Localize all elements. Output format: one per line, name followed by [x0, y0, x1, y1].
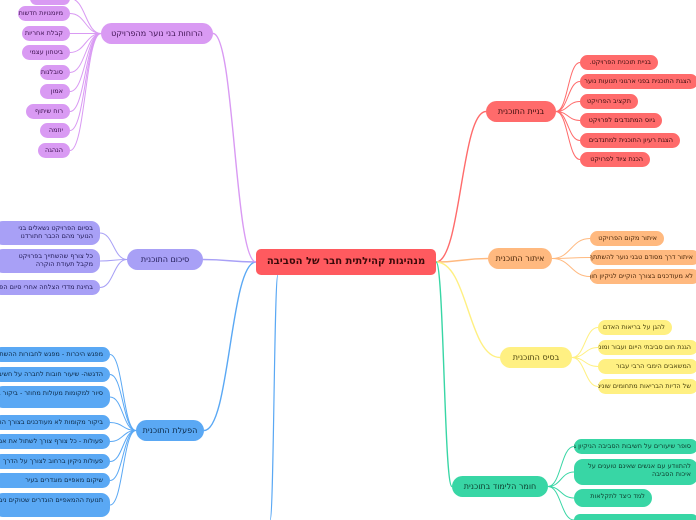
leaf-learning-2[interactable]: להתוודע עם אנשים שאינם טוענים על איכות ה…: [574, 459, 696, 485]
leaf-basis-4[interactable]: של הדיות הבריאות מתחומים שונים: [598, 379, 696, 394]
leaf-build-4[interactable]: גיוס המתנדבים לפרויקט: [580, 113, 662, 128]
root-node[interactable]: מנהיגות קהילתית חבר של הסביבה: [256, 249, 436, 275]
link-root-operation: [203, 261, 257, 432]
leaf-location-1[interactable]: איתור מקום הפרויקט: [590, 231, 664, 246]
link-youth-8: [69, 33, 102, 151]
link-youth-1: [69, 13, 102, 34]
link-summary-1: [99, 232, 128, 260]
leaf-operation-3[interactable]: סיור למקומות מעולות מחוזר - ביקור בעלותן: [0, 386, 110, 408]
link-operation-1: [109, 354, 137, 431]
leaf-youth-3[interactable]: ביטחון עצמי: [22, 45, 70, 60]
leaf-operation-1[interactable]: מפגש היכרות - מפגש לחבורות ההשתתפות: [0, 347, 110, 362]
leaf-learning-3[interactable]: למד כיצד לתקלאות: [574, 489, 652, 507]
link-learning-1: [547, 446, 575, 487]
leaf-location-3[interactable]: לא מעודכנים בצורך הוקיים לניקיון חוף: [590, 269, 696, 284]
leaf-build-2[interactable]: הצגת התוכנית בפני ארגוני תנועות נוער: [580, 74, 696, 89]
link-root-summary: [202, 258, 257, 263]
branch-learning[interactable]: חומר הלימוד בתוכנית: [452, 476, 548, 497]
link-build-2: [555, 81, 581, 112]
leaf-youth-7[interactable]: יוזמה: [40, 123, 70, 138]
leaf-youth-0[interactable]: [30, 0, 70, 5]
leaf-basis-3[interactable]: המשאבים הימבי הרבי עבור: [598, 359, 696, 374]
leaf-build-3[interactable]: תקציב הפרויקט: [580, 94, 638, 109]
leaf-operation-7[interactable]: שיקום מאפיים מוגדרים בעיר: [0, 473, 110, 488]
link-operation-2: [109, 374, 137, 431]
leaf-youth-4[interactable]: סובלנות: [40, 65, 70, 80]
branch-summary[interactable]: סיכום התוכנית: [127, 249, 203, 270]
link-build-6: [555, 111, 581, 160]
leaf-operation-5[interactable]: פעולות - כל צורף צורך לשתול את אמן העץ: [0, 434, 110, 449]
link-root-build: [435, 110, 487, 263]
link-operation-3: [109, 396, 137, 431]
link-learning-4: [547, 486, 575, 520]
link-youth-4: [69, 33, 102, 73]
link-summary-3: [99, 259, 128, 288]
link-root-basis: [435, 261, 501, 359]
leaf-summary-1[interactable]: בסיום הפרויקט נשאלים בני הנוער מהם הכבר …: [0, 221, 100, 245]
leaf-operation-8[interactable]: תנועת ההמאפיים הוגדרים שטוקים ניבון: [0, 493, 110, 517]
link-youth-0: [73, 0, 102, 34]
leaf-youth-1[interactable]: מיומנויות חדשות: [18, 6, 70, 21]
link-root-extra: [269, 274, 279, 520]
leaf-operation-6[interactable]: פעולות ניקיון ברחוב לצורך על הדרך: [0, 454, 110, 469]
link-root-location: [435, 257, 489, 263]
leaf-build-5[interactable]: הצגת רעיון התוכנית למתנדבים: [580, 133, 680, 148]
leaf-location-2[interactable]: איתור דרך מסודם טבני נוער להשתתף: [590, 250, 696, 265]
link-youth-7: [69, 33, 102, 131]
link-build-1: [555, 62, 581, 112]
branch-location[interactable]: איתור התוכנית: [488, 248, 552, 269]
leaf-basis-1[interactable]: להגן על בריאות האדם: [598, 320, 672, 335]
leaf-basis-2[interactable]: הגנת חום סביבתי הייום ועבור ומונעית: [598, 340, 696, 355]
link-location-1: [551, 238, 591, 259]
leaf-summary-3[interactable]: בחינת מדדי הצלחה אחרי סיום הפרויקט: [0, 280, 100, 295]
leaf-youth-2[interactable]: קבלת אחריות: [22, 26, 70, 41]
link-operation-7: [109, 430, 137, 481]
link-basis-2: [571, 347, 599, 358]
link-build-3: [555, 101, 581, 112]
link-root-youth: [212, 32, 257, 263]
leaf-youth-8[interactable]: הנהגה: [38, 143, 70, 158]
link-location-3: [551, 258, 591, 277]
link-basis-1: [571, 327, 599, 358]
leaf-operation-4[interactable]: ביקור מקומות לא מעודכנים בצורך הוקיים: [0, 415, 110, 430]
leaf-build-6[interactable]: הכנת ציוד לפרויקט: [580, 152, 650, 167]
leaf-youth-5[interactable]: אמון: [40, 84, 70, 99]
branch-youth[interactable]: הרוחות בני נוער מהפרויקט: [101, 23, 213, 44]
link-youth-6: [69, 33, 102, 112]
leaf-learning-4[interactable]: [574, 514, 696, 520]
branch-basis[interactable]: בסיס התוכנית: [500, 347, 572, 368]
link-root-learning: [435, 261, 453, 488]
leaf-youth-6[interactable]: רוח שיתוף: [26, 104, 70, 119]
leaf-operation-2[interactable]: הדגשה- שיעור חובות לחברה על חשיבות הניקי…: [0, 367, 110, 382]
link-basis-4: [571, 357, 599, 387]
leaf-learning-1[interactable]: סופר שיעורים על חשיבות הסביבה הניקיון בח…: [574, 439, 696, 454]
leaf-build-1[interactable]: בניית תוכנית הפרויקט.: [580, 55, 658, 70]
link-learning-2: [547, 471, 575, 487]
branch-build[interactable]: בניית התוכנית: [486, 101, 556, 122]
leaf-summary-2[interactable]: כל צורף שהשתייך בפרויקט מקבל תעודת הוקרה: [0, 249, 100, 273]
branch-operation[interactable]: הפעלת התוכנית: [136, 420, 204, 441]
link-operation-8: [109, 430, 137, 506]
